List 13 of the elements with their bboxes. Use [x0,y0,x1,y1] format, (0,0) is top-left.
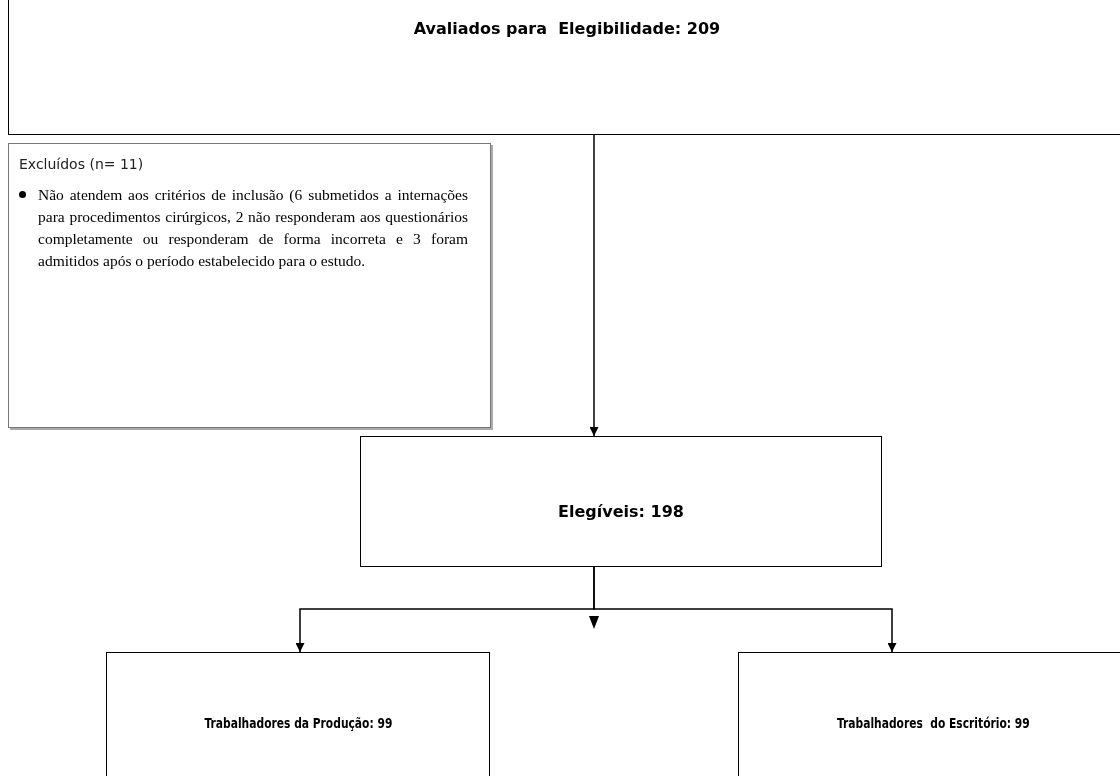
arrow [589,134,599,437]
box-title: Trabalhadores da Produção: 99 [204,715,392,731]
box-title: Trabalhadores do Escritório: 99 [836,715,1030,731]
box-heading: Excluídos (n= 11) [19,156,145,172]
process-box [8,0,1120,135]
process-box [360,436,882,567]
process-box [106,652,490,776]
exclusion-box [8,143,491,428]
exclusion-text: Não atendem aos critérios de inclusão (6 submetidos a internações para procedimentos cirúrgicos, 2 não responderam aos questionários completamente ou responderam de forma incorreta e 3 foram admitidos após o período estabelecido para o estudo. [38,185,468,271]
box-title: Avaliados para Elegibilidade: 209 [413,19,721,38]
box-title: Elegíveis: 198 [558,502,684,521]
arrow [593,566,897,653]
process-box [738,652,1120,776]
